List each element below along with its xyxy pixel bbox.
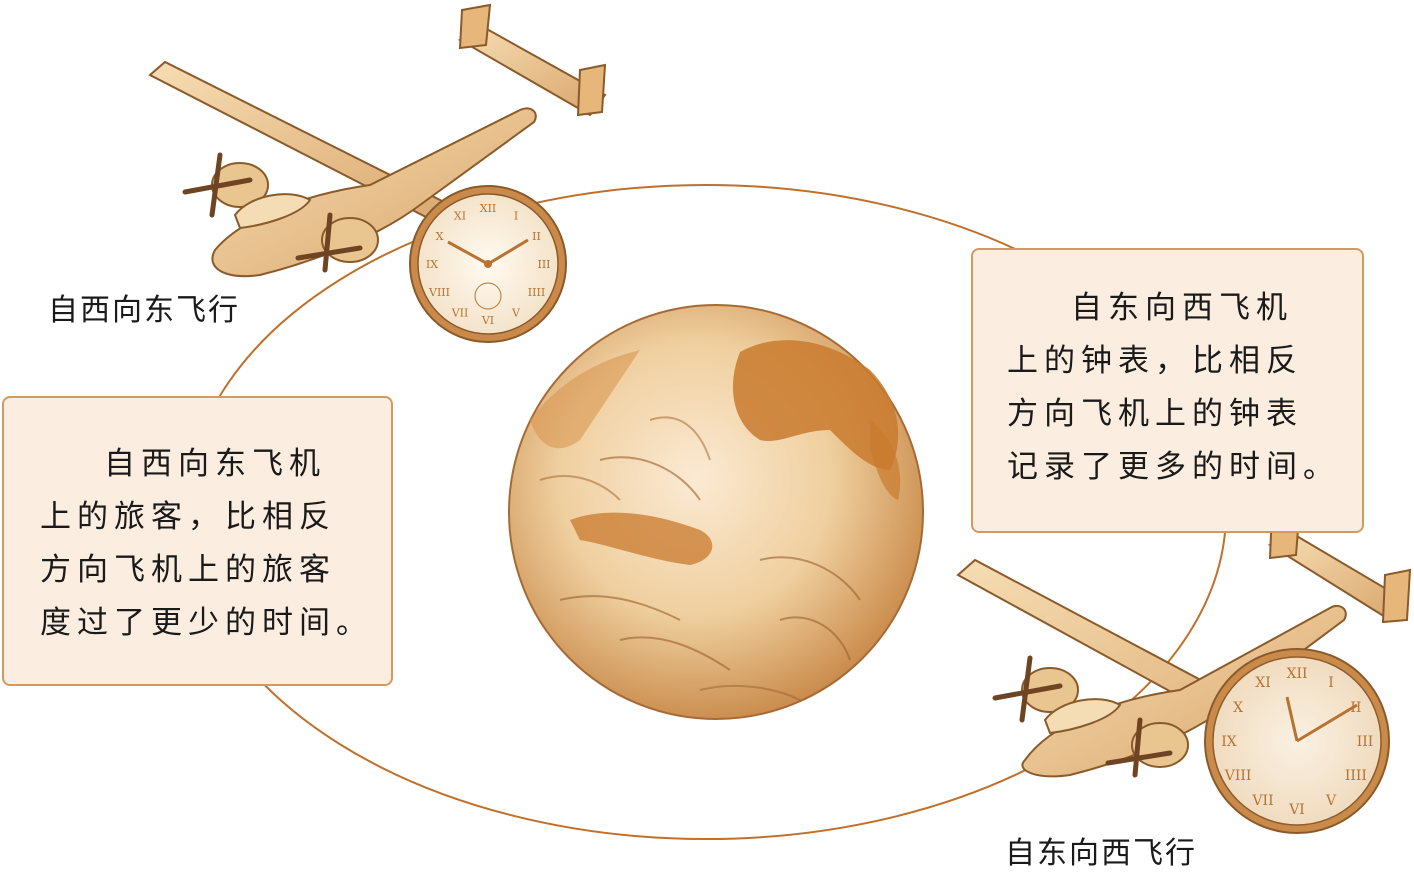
clock-numeral: VI: [481, 314, 494, 327]
label-west-to-east: 自西向东飞行: [48, 293, 240, 328]
clock-numeral: V: [1325, 793, 1337, 809]
earth-globe: [508, 304, 924, 720]
note-right-line-2: 上的钟表，比相反: [1007, 343, 1303, 379]
continent-west: [530, 350, 640, 449]
clock-numeral: XI: [1255, 675, 1271, 691]
clock-numeral: III: [537, 258, 550, 271]
continent-south: [570, 512, 713, 565]
note-left-line-3: 方向飞机上的旅客: [40, 552, 336, 588]
plane-west-to-east: [148, 3, 607, 278]
clock-numeral: I: [514, 209, 518, 222]
clock-numeral: VI: [1288, 802, 1305, 818]
clock-numeral: IX: [426, 258, 438, 271]
propeller-right: [1105, 717, 1173, 778]
clock-numeral: VII: [451, 306, 469, 319]
label-east-to-west: 自东向西飞行: [1005, 836, 1197, 871]
clock-numeral: XI: [454, 209, 466, 222]
clock-bottom-hour-hand: [1285, 696, 1299, 742]
clock-numeral: II: [1350, 700, 1361, 716]
clock-numeral: VIII: [1224, 768, 1252, 784]
clock-bottom-minute-hand: [1296, 703, 1358, 743]
propeller-left: [182, 152, 253, 218]
continent-asia: [732, 340, 899, 470]
note-left-line-2: 上的旅客，比相反: [40, 499, 336, 535]
clock-numeral: IX: [1221, 734, 1237, 750]
clock-numeral: II: [532, 230, 541, 243]
clock-numeral: III: [1357, 734, 1374, 750]
propeller-right: [295, 212, 363, 273]
note-left-line-4: 度过了更少的时间。: [40, 605, 373, 641]
note-right-line-1: 自东向西飞机: [1071, 290, 1293, 326]
clock-top-hour-hand: [447, 240, 489, 266]
cockpit: [233, 193, 312, 230]
note-right-line-4: 记录了更多的时间。: [1007, 449, 1340, 485]
clock-numeral: IIII: [528, 286, 545, 299]
note-right-line-3: 方向飞机上的钟表: [1007, 396, 1303, 432]
note-right: 自东向西飞机 上的钟表，比相反 方向飞机上的钟表 记录了更多的时间。: [971, 248, 1364, 533]
clock-numeral: V: [511, 306, 521, 319]
clock-numeral: I: [1328, 675, 1334, 691]
clock-numeral: VII: [1251, 793, 1273, 809]
clock-numeral: XII: [480, 202, 497, 215]
clock-numeral: IIII: [1345, 768, 1367, 784]
propeller-left: [992, 655, 1063, 723]
continent-east: [870, 420, 901, 500]
clock-numeral: X: [1233, 700, 1243, 716]
clock-numeral: XII: [1286, 666, 1307, 682]
clock-numeral: VIII: [428, 286, 450, 299]
note-left: 自西向东飞机 上的旅客，比相反 方向飞机上的旅客 度过了更少的时间。: [2, 396, 393, 686]
note-left-line-1: 自西向东飞机: [104, 446, 326, 482]
cockpit: [1043, 698, 1122, 735]
clock-numeral: X: [436, 230, 444, 243]
clock-top-minute-hand: [487, 238, 529, 266]
